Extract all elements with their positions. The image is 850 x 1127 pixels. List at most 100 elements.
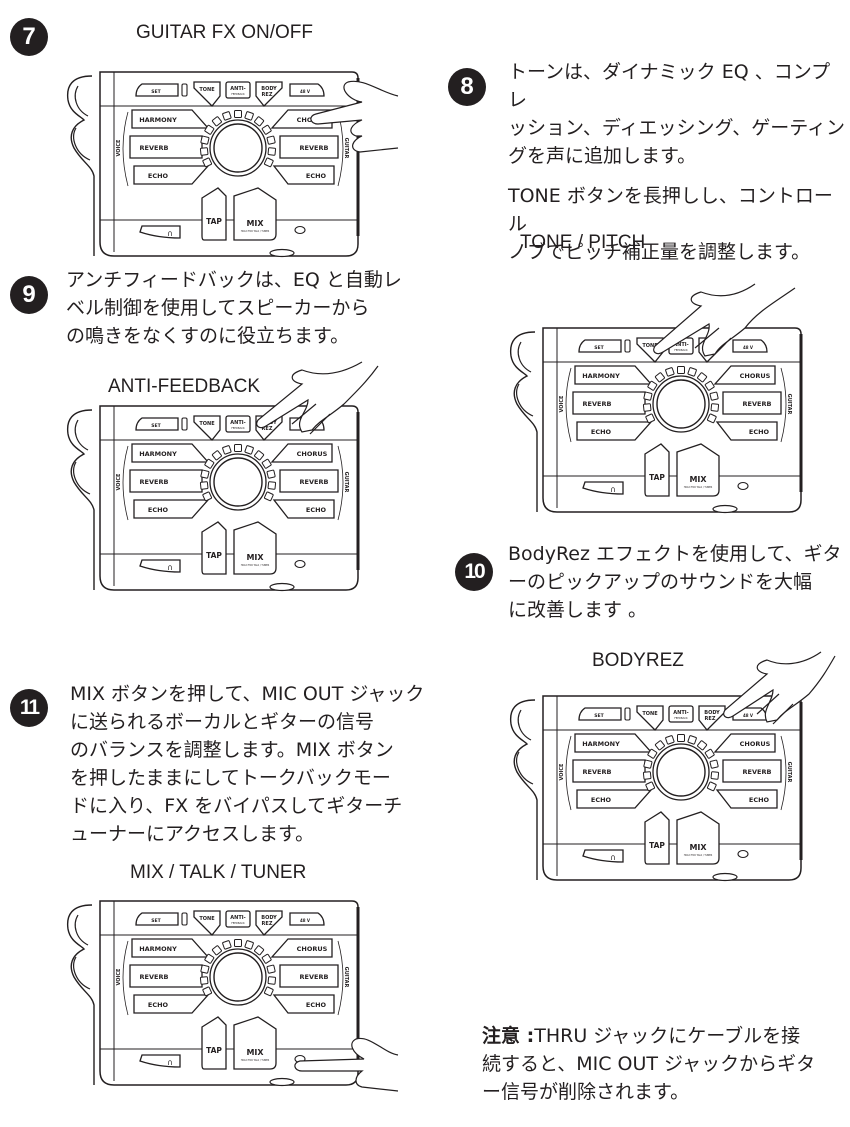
tap-button (644, 811, 670, 865)
text-line: に改善します 。 (508, 599, 648, 621)
led-segment (202, 986, 213, 997)
set-label: SET (151, 423, 161, 429)
anti-feedback-sublabel: FEEDBACK (231, 92, 245, 96)
set-button (578, 707, 622, 721)
voice-fx-label: ECHO (148, 172, 169, 180)
led-segment (211, 945, 222, 956)
text-line: TONE ボタンを長押しし、コントロール (508, 185, 833, 235)
mix-label: MIX (246, 219, 264, 228)
text-line: 続すると、MIC OUT ジャックからギタ (482, 1053, 816, 1075)
tone-label: TONE (642, 711, 658, 717)
led-segment (204, 458, 215, 469)
voice-fx-button (572, 759, 646, 783)
status-led (737, 481, 749, 491)
headphone-button (582, 849, 624, 863)
guitar-fx-label: REVERB (300, 478, 329, 486)
mix-sublabel: HOLD FOR TALK / TUNER (241, 230, 270, 233)
text-line: のバランスを調整します。MIX ボタン (70, 739, 394, 761)
led-segment (211, 116, 222, 127)
anti-feedback-sublabel: FEEDBACK (231, 921, 245, 925)
tone-button (193, 910, 221, 936)
phantom-power-label: 48 V (743, 713, 754, 718)
led-indicator (624, 707, 631, 721)
voice-fx-button (133, 499, 210, 519)
step-description: MIX ボタンを押して、MIC OUT ジャック に送られるボーカルとギターの信… (70, 680, 430, 848)
mix-button (233, 521, 277, 575)
step-description: アンチフィードバックは、EQ と自動レ ベル制御を使用してスピーカーから の鳴き… (66, 266, 426, 350)
bodyrez-label: BODY (261, 86, 277, 92)
status-led (294, 559, 306, 569)
voice-fx-label: ECHO (591, 796, 612, 804)
pointing-hand-icon (294, 1037, 399, 1092)
bodyrez-label-2: REZ (262, 92, 273, 98)
led-segment (642, 403, 652, 412)
headphone-button (139, 1054, 181, 1068)
voice-fx-label: REVERB (583, 768, 612, 776)
text-line: ッション、ディエッシング、ゲーティン (508, 117, 846, 139)
bodyrez-button (255, 81, 283, 107)
text-line: ベル制御を使用してスピーカーから (66, 297, 370, 319)
guitar-fx-label: ECHO (749, 428, 770, 436)
set-button (578, 339, 622, 353)
set-label: SET (594, 713, 604, 719)
tone-label: TONE (199, 87, 215, 93)
mix-label: MIX (689, 843, 707, 852)
text-line: に送られるボーカルとギターの信号 (70, 711, 375, 733)
guitar-fx-button (270, 443, 333, 463)
led-segment (709, 759, 719, 769)
cable-clip (509, 331, 538, 512)
led-segment (687, 367, 697, 377)
led-segment (267, 147, 277, 156)
guitar-fx-label: ECHO (749, 796, 770, 804)
led-segment (710, 403, 720, 412)
guitar-fx-button (272, 994, 335, 1014)
mix-label: MIX (246, 1048, 264, 1057)
step-caption: ANTI-FEEDBACK (108, 376, 261, 397)
led-segment (199, 481, 209, 490)
guitar-label: GUITAR (343, 967, 349, 988)
step-number-badge: 10 (455, 553, 493, 591)
bodyrez-label-2: REZ (705, 716, 716, 722)
output-jack (712, 504, 738, 514)
mix-button (233, 187, 277, 241)
led-segment (677, 366, 685, 374)
led-segment (261, 458, 272, 469)
led-segment (654, 372, 665, 383)
pointing-hand-icon (723, 651, 836, 725)
step-description: トーンは、ダイナミック EQ 、コンプレ ッション、ディエッシング、ゲーティン … (508, 58, 848, 266)
step-number-badge: 7 (10, 18, 48, 56)
led-segment (706, 781, 717, 792)
led-segment (266, 964, 276, 974)
tap-button (644, 443, 670, 497)
voice-fx-button (572, 391, 646, 415)
led-segment (704, 380, 715, 391)
mix-button (676, 811, 720, 865)
anti-feedback-label: ANTI- (673, 710, 688, 716)
tone-button (193, 81, 221, 107)
anti-feedback-button (225, 910, 251, 928)
led-segment (202, 491, 213, 502)
guitar-fx-label: REVERB (300, 973, 329, 981)
guitar-fx-label: ECHO (306, 1001, 327, 1009)
led-segment (687, 735, 697, 745)
tone-label: TONE (199, 916, 215, 922)
anti-feedback-button (225, 415, 251, 433)
output-jack (269, 582, 295, 592)
cable-clip (66, 409, 95, 590)
note-text: THRU ジャックにケーブルを接 (534, 1025, 801, 1047)
voice-label: VOICE (559, 763, 565, 781)
guitar-fx-label: REVERB (743, 768, 772, 776)
cable-clip (66, 75, 95, 256)
phantom-power-label: 48 V (300, 918, 311, 923)
step-caption: GUITAR FX ON/OFF (136, 22, 313, 43)
led-segment (665, 735, 675, 745)
voice-fx-button (576, 421, 653, 441)
voice-fx-label: HARMONY (139, 945, 177, 953)
voice-fx-button (133, 994, 210, 1014)
note: 注意 :THRU ジャックにケーブルを接 続すると、MIC OUT ジャックから… (482, 1022, 842, 1106)
led-segment (200, 964, 210, 974)
bodyrez-button (255, 910, 283, 936)
